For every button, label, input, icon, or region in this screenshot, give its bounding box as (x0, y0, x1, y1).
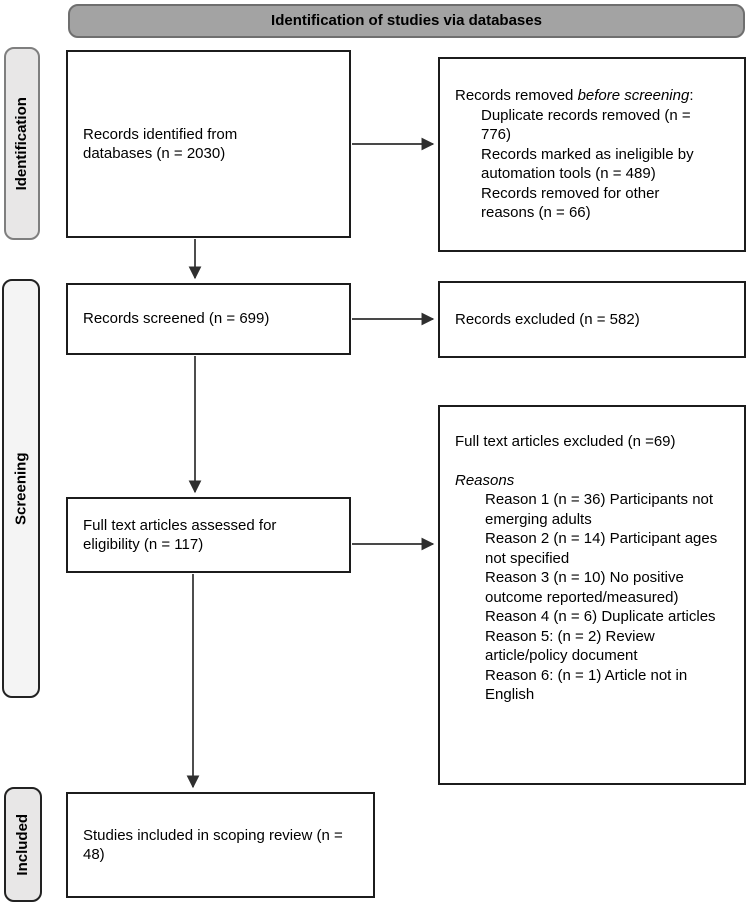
box-records-screened: Records screened (n = 699) (66, 283, 351, 355)
stage-label-screening: Screening (2, 279, 40, 698)
records-removed-item: Records removed for other reasons (n = 6… (481, 184, 660, 222)
box-studies-included-text: Studies included in scoping review (n = … (83, 826, 343, 864)
records-removed-heading: Records removed before screening: (455, 87, 694, 105)
records-removed-item: Duplicate records removed (n = 776) (481, 106, 691, 144)
box-fulltext-excluded: Full text articles excluded (n =69) Reas… (438, 405, 746, 785)
reason-item: Reason 3 (n = 10) No positive outcome re… (485, 569, 684, 606)
box-records-identified-text: Records identified from databases (n = 2… (83, 125, 238, 163)
records-removed-heading-italic: before screening (577, 87, 690, 105)
box-fulltext-assessed-text: Full text articles assessed for eligibil… (83, 516, 277, 554)
reason-item: Reason 1 (n = 36) Participants not emerg… (485, 491, 714, 528)
header-title: Identification of studies via databases (271, 12, 542, 30)
box-records-excluded: Records excluded (n = 582) (438, 281, 746, 358)
box-fulltext-assessed: Full text articles assessed for eligibil… (66, 497, 351, 573)
header-banner: Identification of studies via databases (68, 4, 745, 38)
reason-item: Reason 6: (n = 1) Article not in English (485, 666, 688, 704)
box-records-excluded-text: Records excluded (n = 582) (455, 310, 640, 328)
records-removed-item: Records marked as ineligible by automati… (481, 145, 694, 183)
stage-label-identification-text: Identification (13, 96, 31, 191)
stage-label-screening-text: Screening (12, 452, 30, 525)
box-records-screened-text: Records screened (n = 699) (83, 310, 270, 328)
box-records-identified: Records identified from databases (n = 2… (66, 50, 351, 238)
reason-item: Reason 4 (n = 6) Duplicate articles (485, 608, 716, 625)
stage-label-included: Included (4, 787, 42, 902)
reasons-label: Reasons (455, 471, 515, 489)
box-studies-included: Studies included in scoping review (n = … (66, 792, 375, 898)
box-records-removed: Records removed before screening: Duplic… (438, 57, 746, 252)
stage-label-included-text: Included (14, 813, 32, 876)
reason-item: Reason 5: (n = 2) Review article/policy … (485, 627, 655, 665)
reason-item: Reason 2 (n = 14) Participant ages not s… (485, 530, 718, 567)
stage-label-identification: Identification (4, 47, 40, 240)
fulltext-excluded-title: Full text articles excluded (n =69) (455, 433, 676, 450)
spacer (455, 452, 736, 471)
